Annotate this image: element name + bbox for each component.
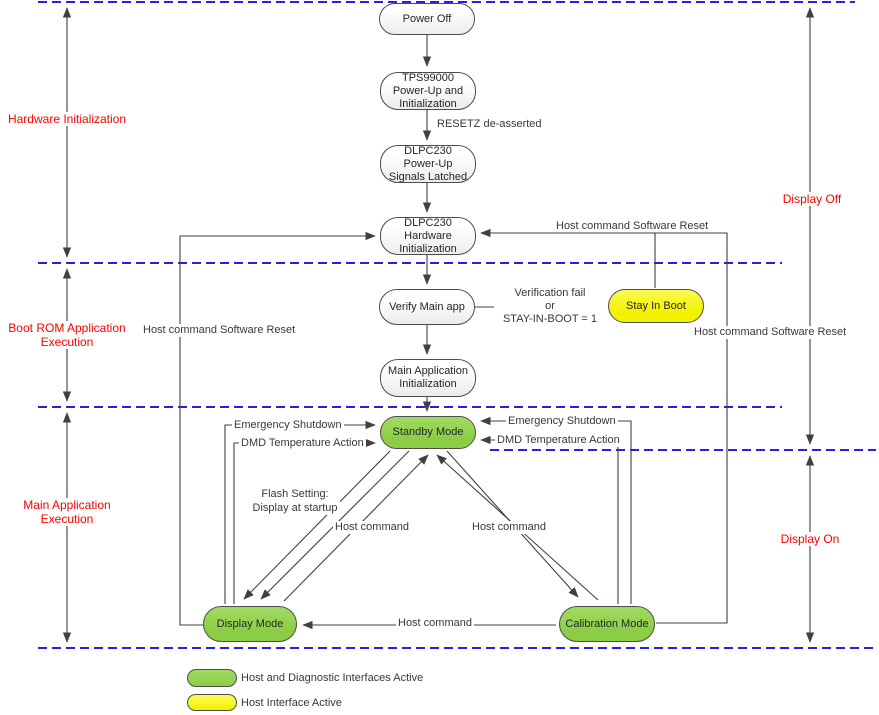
section-label-hardware-init: Hardware Initialization: [4, 112, 130, 126]
edge-label-host-cmd-standby-calibration: Host command: [470, 521, 548, 534]
legend-label-green: Host and Diagnostic Interfaces Active: [241, 672, 424, 684]
section-measure-arrows: [62, 7, 815, 643]
section-label-boot-rom: Boot ROM Application Execution: [4, 321, 130, 349]
legend-swatch-green: [187, 669, 237, 687]
edge-label-emergency-right: Emergency Shutdown: [506, 415, 618, 428]
node-dlpc230-hw-init: DLPC230 Hardware Initialization: [380, 217, 476, 255]
legend-row-green: Host and Diagnostic Interfaces Active: [187, 669, 423, 687]
edge-label-host-cmd-standby-display: Host command: [333, 521, 411, 534]
edge-label-host-reset-right: Host command Software Reset: [692, 326, 849, 339]
edge-calibration-swreset: [480, 228, 728, 624]
node-dlpc230-powerup: DLPC230 Power-Up Signals Latched: [380, 145, 476, 183]
section-label-display-off: Display Off: [779, 192, 845, 206]
edge-label-host-reset-left: Host command Software Reset: [141, 324, 298, 337]
edge-display-swreset: [179, 231, 376, 626]
edge-label-emergency-left: Emergency Shutdown: [232, 419, 344, 432]
legend-label-yellow: Host Interface Active: [241, 696, 342, 709]
legend-swatch-yellow: [187, 694, 237, 711]
edge-label-host-cmd-calibration-display: Host command: [396, 617, 474, 630]
edge-label-verification-fail: Verification fail or STAY-IN-BOOT = 1: [494, 287, 606, 326]
edge-calibration-emergency: [480, 416, 632, 604]
edge-label-dmd-left: DMD Temperature Action: [239, 437, 366, 450]
legend-row-yellow: Host Interface Active: [187, 694, 342, 711]
section-label-display-on: Display On: [777, 532, 843, 546]
section-divider-lines: [38, 1, 876, 649]
edge-label-flash-setting: Flash Setting: Display at startup: [250, 487, 340, 515]
node-stay-in-boot: Stay In Boot: [608, 289, 704, 323]
node-standby-mode: Standby Mode: [380, 416, 476, 449]
node-tps99000-powerup: TPS99000 Power-Up and Initialization: [380, 72, 476, 110]
node-calibration-mode: Calibration Mode: [559, 606, 655, 642]
node-verify-main-app: Verify Main app: [379, 289, 475, 325]
node-main-app-init: Main Application Initialization: [380, 359, 476, 397]
edge-label-dmd-right: DMD Temperature Action: [495, 434, 622, 447]
node-display-mode: Display Mode: [203, 606, 297, 642]
edge-label-host-reset-top: Host command Software Reset: [556, 220, 709, 232]
node-power-off: Power Off: [379, 3, 475, 35]
section-label-main-app: Main Application Execution: [4, 498, 130, 526]
edge-label-resetz: RESETZ de-asserted: [437, 118, 542, 130]
edge-standby-display-flash: [243, 450, 391, 600]
